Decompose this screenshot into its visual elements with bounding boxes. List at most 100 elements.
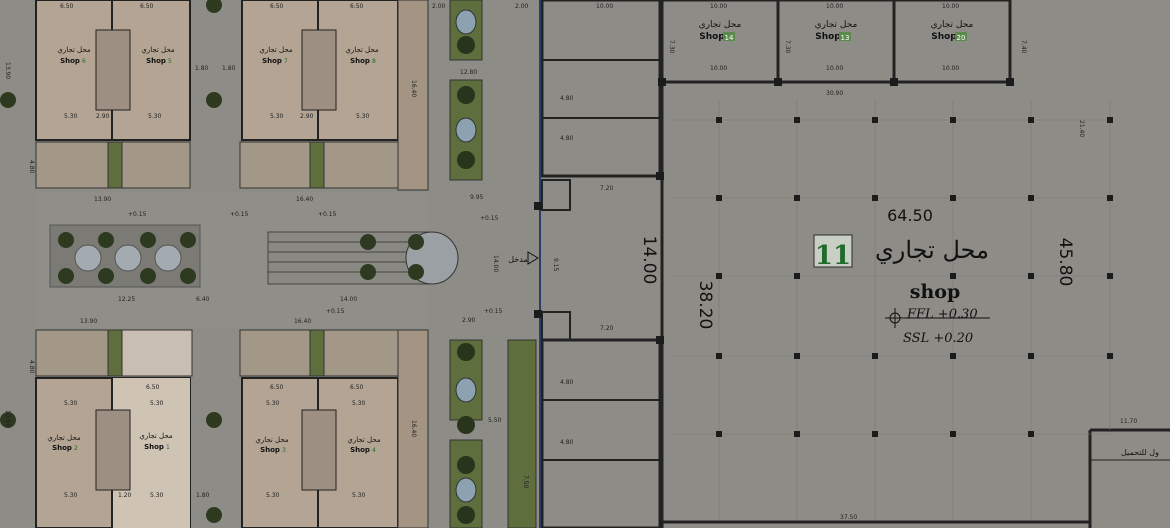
- svg-text:7.30: 7.30: [784, 40, 791, 54]
- svg-text:Shop: Shop: [815, 32, 841, 42]
- svg-text:1.80: 1.80: [222, 65, 236, 72]
- main-shop-ssl: SSL +0.20: [903, 331, 973, 346]
- svg-text:7.40: 7.40: [1020, 40, 1027, 54]
- top-shop-14: محل تجاري Shop 14: [699, 20, 742, 42]
- svg-text:10.00: 10.00: [826, 3, 843, 10]
- svg-text:1: 1: [166, 444, 170, 451]
- main-shop-arabic: محل تجاري: [875, 236, 989, 264]
- svg-text:5.30: 5.30: [150, 492, 164, 499]
- svg-text:4.80: 4.80: [560, 439, 574, 446]
- big-shop-area: [534, 0, 1170, 528]
- left-shop-5: محل تجاري Shop 5: [141, 46, 175, 65]
- left-shop-3: محل تجاري Shop 3: [255, 436, 289, 454]
- svg-text:5.30: 5.30: [352, 400, 366, 407]
- svg-text:10.00: 10.00: [710, 65, 727, 72]
- left-shop-2: محل تجاري Shop 2: [47, 434, 81, 452]
- shop-number-box: [813, 234, 853, 268]
- svg-text:6.40: 6.40: [196, 296, 210, 303]
- svg-text:21.40: 21.40: [1078, 120, 1085, 137]
- svg-text:محل تجاري: محل تجاري: [699, 20, 742, 30]
- svg-text:9.95: 9.95: [470, 194, 484, 201]
- svg-text:4.80: 4.80: [28, 360, 35, 374]
- svg-text:4: 4: [372, 447, 376, 454]
- left-shop-8: محل تجاري Shop 8: [345, 46, 379, 65]
- svg-text:محل تجاري: محل تجاري: [931, 20, 974, 30]
- svg-text:5.30: 5.30: [266, 400, 280, 407]
- svg-text:10.00: 10.00: [942, 65, 959, 72]
- svg-text:6.50: 6.50: [146, 384, 160, 391]
- svg-text:16.40: 16.40: [410, 80, 417, 97]
- svg-text:محل تجاري: محل تجاري: [815, 20, 858, 30]
- loading-label: ول للتحميل: [1121, 448, 1159, 457]
- svg-text:+0.15: +0.15: [480, 215, 499, 222]
- entrance-arrow-icon: [527, 251, 539, 265]
- planter-trees: [457, 36, 475, 524]
- svg-text:10.00: 10.00: [826, 65, 843, 72]
- svg-text:4.80: 4.80: [560, 95, 574, 102]
- svg-text:Shop: Shop: [350, 446, 370, 454]
- svg-text:2.90: 2.90: [462, 317, 476, 324]
- svg-text:محل تجاري: محل تجاري: [141, 46, 175, 54]
- svg-text:5.30: 5.30: [148, 113, 162, 120]
- svg-text:1.80: 1.80: [196, 492, 210, 499]
- svg-text:6.50: 6.50: [350, 3, 364, 10]
- planter-pools: [455, 9, 477, 503]
- svg-text:13.90: 13.90: [94, 196, 111, 203]
- svg-text:5.30: 5.30: [64, 492, 78, 499]
- svg-text:2.90: 2.90: [96, 113, 110, 120]
- svg-text:1.20: 1.20: [118, 492, 132, 499]
- svg-text:+0.15: +0.15: [484, 308, 503, 315]
- svg-text:Shop: Shop: [699, 32, 725, 42]
- svg-text:محل تجاري: محل تجاري: [139, 432, 173, 440]
- svg-text:5.30: 5.30: [352, 492, 366, 499]
- dimension-labels: 10.00 10.00 10.00 10.00 10.00 10.00 10.0…: [60, 3, 1137, 521]
- svg-text:5.30: 5.30: [64, 400, 78, 407]
- svg-text:10.00: 10.00: [710, 3, 727, 10]
- svg-text:7.30: 7.30: [668, 40, 675, 54]
- svg-text:9.15: 9.15: [552, 258, 559, 272]
- svg-text:Shop: Shop: [260, 446, 280, 454]
- left-bottom-block: [35, 329, 429, 528]
- svg-text:13.90: 13.90: [4, 62, 11, 79]
- svg-text:16.40: 16.40: [296, 196, 313, 203]
- svg-text:Shop: Shop: [262, 57, 282, 65]
- svg-text:5.30: 5.30: [266, 492, 280, 499]
- svg-text:10.00: 10.00: [942, 3, 959, 10]
- svg-text:30.90: 30.90: [826, 90, 843, 97]
- svg-text:14: 14: [725, 34, 734, 42]
- svg-text:7.50: 7.50: [522, 475, 529, 489]
- svg-text:4.80: 4.80: [560, 135, 574, 142]
- main-shop-label: shop: [910, 281, 960, 303]
- top-shop-13: محل تجاري Shop 13: [815, 20, 858, 42]
- svg-text:Shop: Shop: [144, 443, 164, 451]
- svg-text:10.00: 10.00: [596, 3, 613, 10]
- svg-text:2.00: 2.00: [432, 3, 446, 10]
- svg-text:+0.15: +0.15: [318, 211, 337, 218]
- svg-text:6.50: 6.50: [270, 384, 284, 391]
- left-shop-7: محل تجاري Shop 7: [259, 46, 293, 65]
- svg-text:37.50: 37.50: [840, 514, 857, 521]
- svg-text:7: 7: [284, 58, 288, 65]
- svg-text:5.30: 5.30: [356, 113, 370, 120]
- svg-text:6.50: 6.50: [140, 3, 154, 10]
- svg-text:2: 2: [74, 445, 78, 452]
- svg-text:13.90: 13.90: [80, 318, 97, 325]
- svg-text:Shop: Shop: [931, 32, 957, 42]
- svg-text:+0.15: +0.15: [128, 211, 147, 218]
- svg-text:1.80: 1.80: [195, 65, 209, 72]
- svg-text:5.30: 5.30: [150, 400, 164, 407]
- svg-text:6.50: 6.50: [350, 384, 364, 391]
- svg-text:محل تجاري: محل تجاري: [345, 46, 379, 54]
- main-shop-depth-left-dim: 14.00: [639, 236, 659, 285]
- left-shop-1: محل تجاري Shop 1: [139, 432, 173, 451]
- svg-text:8: 8: [372, 58, 376, 65]
- svg-text:4.80: 4.80: [28, 160, 35, 174]
- svg-text:4.80: 4.80: [560, 379, 574, 386]
- svg-text:محل تجاري: محل تجاري: [255, 436, 289, 444]
- svg-text:16.40: 16.40: [410, 420, 417, 437]
- main-shop-depth-mid-dim: 38.20: [695, 281, 715, 330]
- svg-text:+0.15: +0.15: [230, 211, 249, 218]
- svg-text:13: 13: [841, 34, 850, 42]
- svg-text:Shop: Shop: [52, 444, 72, 452]
- svg-text:5.30: 5.30: [270, 113, 284, 120]
